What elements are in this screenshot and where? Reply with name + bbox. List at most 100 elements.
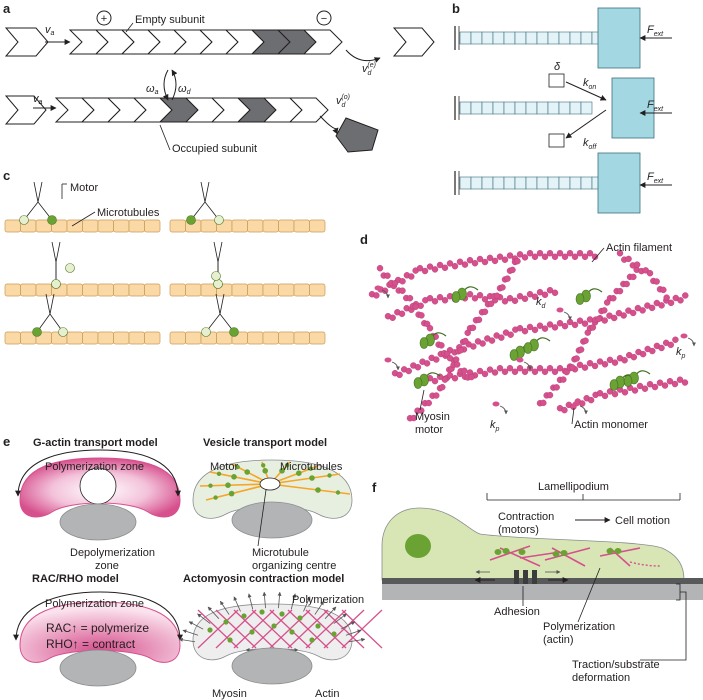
- tubulin-1-1-8: [293, 283, 310, 297]
- actin-bead-4: [516, 365, 524, 372]
- racrho-cell: [19, 601, 181, 663]
- myosin-motor-label-1: Myosin: [415, 411, 450, 423]
- actin-bead-1: [516, 293, 524, 300]
- monomer-arrow-5: [579, 405, 588, 415]
- actin-bead-4: [541, 368, 549, 375]
- tubulin-0-1-5: [247, 219, 264, 233]
- lamella-myosin-1: [502, 548, 510, 554]
- kd-label: kd: [536, 296, 547, 310]
- actin-bead-0: [551, 253, 559, 260]
- acto-actin-b-2: [233, 609, 275, 649]
- acto-myosin-4: [279, 611, 285, 617]
- acto-myosin-2: [241, 613, 247, 619]
- tubulin-2-0-0: [4, 331, 21, 345]
- motor-head-right: [229, 327, 239, 337]
- actin-bead-7: [391, 280, 399, 287]
- actin-bead-1: [398, 310, 406, 317]
- actin-bead-1: [436, 294, 444, 301]
- vesicle-motor-label: Motor: [210, 461, 238, 473]
- filament-cell-0-1: [470, 31, 483, 45]
- membrane-strip: [382, 578, 703, 584]
- tubulin-1-0-4: [66, 283, 83, 297]
- occupied-subunit-label: Occupied subunit: [172, 143, 257, 155]
- va-bottom-label: va: [33, 93, 43, 106]
- actin-bead-4: [672, 336, 679, 343]
- actin-bead-8: [633, 261, 641, 268]
- gactin-depolymerization-label-2: zone: [95, 560, 119, 572]
- actin-bead-1: [546, 287, 554, 294]
- acto-myosin-1: [223, 619, 229, 625]
- filament-cell-1-5: [514, 101, 527, 115]
- adhesion-1: [514, 570, 519, 584]
- tubulin-2-0-8: [128, 331, 145, 345]
- filament-cell-1-3: [492, 101, 505, 115]
- acto-poly-arrow-9: [277, 591, 282, 609]
- actin-bead-4: [621, 357, 628, 364]
- acto-poly-arrow-17: [348, 637, 366, 643]
- omega-d-label: ωd: [178, 83, 192, 96]
- polymerization-label-2: (actin): [543, 634, 574, 646]
- acto-poly-arrow-0: [178, 637, 196, 643]
- tubulin-2-1-6: [262, 331, 279, 345]
- acto-actin-b-6: [305, 609, 347, 649]
- tubulin-0-1-4: [231, 219, 248, 233]
- tubulin-0-0-9: [144, 219, 161, 233]
- filament-cell-0-2: [481, 31, 494, 45]
- load-block-0: [597, 7, 641, 69]
- actin-bead-1: [526, 291, 534, 298]
- actin-bead-2: [620, 312, 627, 319]
- actin-bead-0: [373, 292, 380, 299]
- contraction-label-1: Contraction: [498, 511, 554, 523]
- actin-bead-7: [468, 373, 475, 381]
- tubulin-1-1-1: [185, 283, 202, 297]
- mtoc-label-2: organizing centre: [252, 560, 336, 572]
- actin-monomer-0: [374, 285, 382, 291]
- actin-bead-6: [587, 396, 595, 404]
- motor-head-left: [19, 215, 29, 225]
- filament-cell-2-10: [569, 176, 582, 190]
- monomer-arrow-2: [563, 311, 572, 321]
- tubulin-2-1-9: [309, 331, 326, 345]
- force-label-3: Fext: [647, 171, 664, 185]
- actin-bead-5: [630, 273, 637, 281]
- actin-monomer-6: [384, 357, 392, 363]
- acto-poly-arrow-10: [290, 593, 297, 610]
- panel-label-d: d: [360, 232, 368, 247]
- actin-bead-2: [521, 327, 529, 335]
- vd-o-label: vd(o): [336, 94, 350, 109]
- actin-bead-2: [546, 321, 554, 328]
- lamella-myosin-0: [494, 549, 502, 555]
- kon-label: kon: [583, 77, 596, 91]
- actin-bead-4: [639, 350, 647, 358]
- actin-bead-7: [426, 325, 434, 332]
- motor-tail: [200, 181, 210, 203]
- acto-poly-arrow-4: [207, 606, 220, 619]
- tubulin-2-1-0: [169, 331, 186, 345]
- actin-bead-2: [414, 364, 422, 371]
- tubulin-2-0-7: [113, 331, 130, 345]
- filament-cell-0-8: [547, 31, 560, 45]
- actin-bead-2: [581, 320, 589, 327]
- actin-bead-4: [591, 362, 599, 370]
- vesicle-5: [308, 466, 313, 471]
- acto-actin-b-8: [341, 609, 383, 649]
- filament-cell-0-7: [536, 31, 549, 45]
- tubulin-1-1-0: [169, 283, 186, 297]
- tubulin-1-0-5: [82, 283, 99, 297]
- lamella-actin-3: [551, 547, 586, 567]
- actin-bead-4: [476, 367, 484, 375]
- actin-bead-0: [399, 278, 406, 285]
- actin-bead-0: [451, 263, 459, 270]
- actin-bead-4: [446, 372, 454, 379]
- motor-head-left: [201, 327, 211, 337]
- acto-actin-b-4: [269, 609, 311, 649]
- vesicle-motor-5: [296, 470, 302, 477]
- acto-poly-arrow-15: [340, 621, 356, 630]
- vesicle-motor-4: [279, 468, 285, 474]
- actin-bead-1: [531, 293, 539, 300]
- actin-bead-7: [446, 355, 454, 362]
- actin-bead-2: [556, 320, 564, 327]
- tubulin-1-0-2: [35, 283, 52, 297]
- filament-cell-1-2: [481, 101, 494, 115]
- actin-bead-3: [462, 337, 469, 345]
